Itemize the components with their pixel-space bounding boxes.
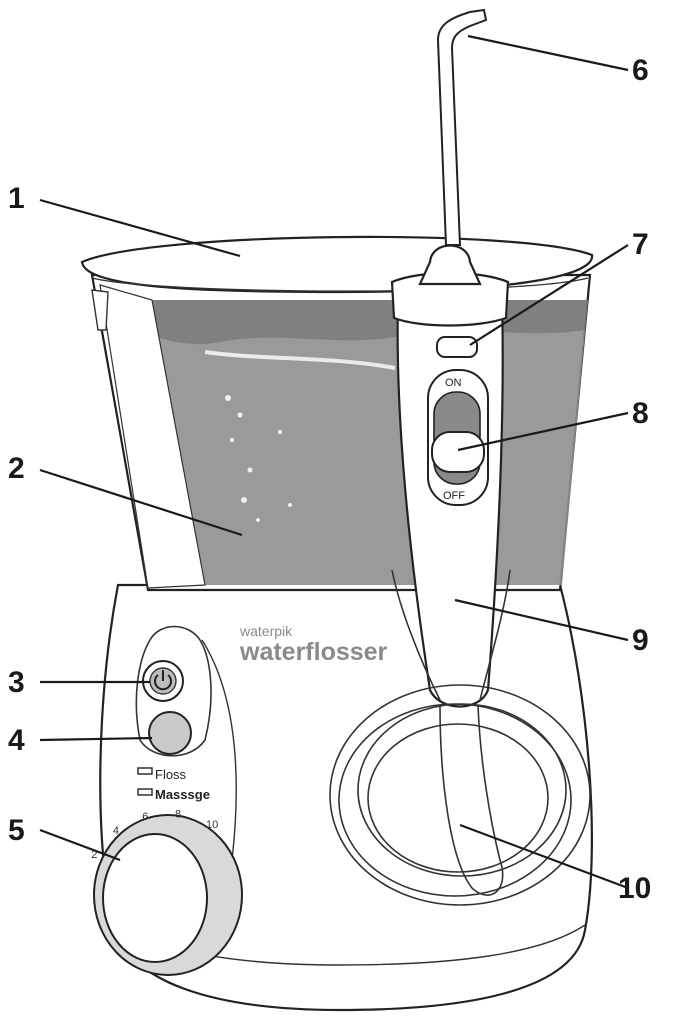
floss-mode-icon [137,767,153,775]
massage-mode-label: Masssge [155,787,210,802]
callout-10: 10 [618,872,651,905]
leader-lines [39,34,629,890]
callout-8: 8 [632,397,649,430]
callout-3: 3 [8,666,25,699]
brand-line-1: waterpik [239,623,293,639]
dial-number: 4 [113,825,119,837]
dial-number: 2 [91,849,97,861]
pressure-dial [102,833,208,963]
callout-9: 9 [632,624,649,657]
water-bubbles [225,395,292,522]
leader-2 [39,468,243,537]
brand-line-2: waterflosser [239,638,388,666]
callout-7: 7 [632,228,649,261]
floss-mode-label: Floss [155,767,187,782]
callout-2: 2 [8,452,25,485]
mode-button [148,711,192,755]
dial-number: 6 [142,811,148,823]
switch-on-label: ON [445,377,462,389]
lid-tab [91,289,109,331]
leader-4 [39,736,153,742]
leader-5 [39,828,121,862]
callout-4: 4 [8,724,25,757]
dial-number: 8 [175,809,181,821]
reservoir-wall [99,284,206,589]
callout-1: 1 [8,182,25,215]
dial-numbers: 2 4 6 8 10 [91,809,218,861]
water-highlight [204,350,396,370]
switch-slider [431,431,485,473]
lid [80,235,594,294]
leader-6 [467,34,629,72]
handle-neck [418,244,482,286]
flosser-tip [436,8,488,246]
switch-off-label: OFF [443,490,465,502]
dial-number: 10 [206,819,218,831]
lid-lip [91,277,589,292]
leader-1 [39,198,241,258]
power-icon [154,670,172,691]
leader-7 [469,244,629,346]
leader-10 [459,823,629,890]
callout-5: 5 [8,814,25,847]
hose [329,684,591,906]
tip-release-button [436,336,478,358]
massage-mode-icon [137,788,153,796]
leader-8 [457,411,629,452]
leader-9 [454,598,629,642]
panel-curve [201,639,237,861]
callout-6: 6 [632,54,649,87]
